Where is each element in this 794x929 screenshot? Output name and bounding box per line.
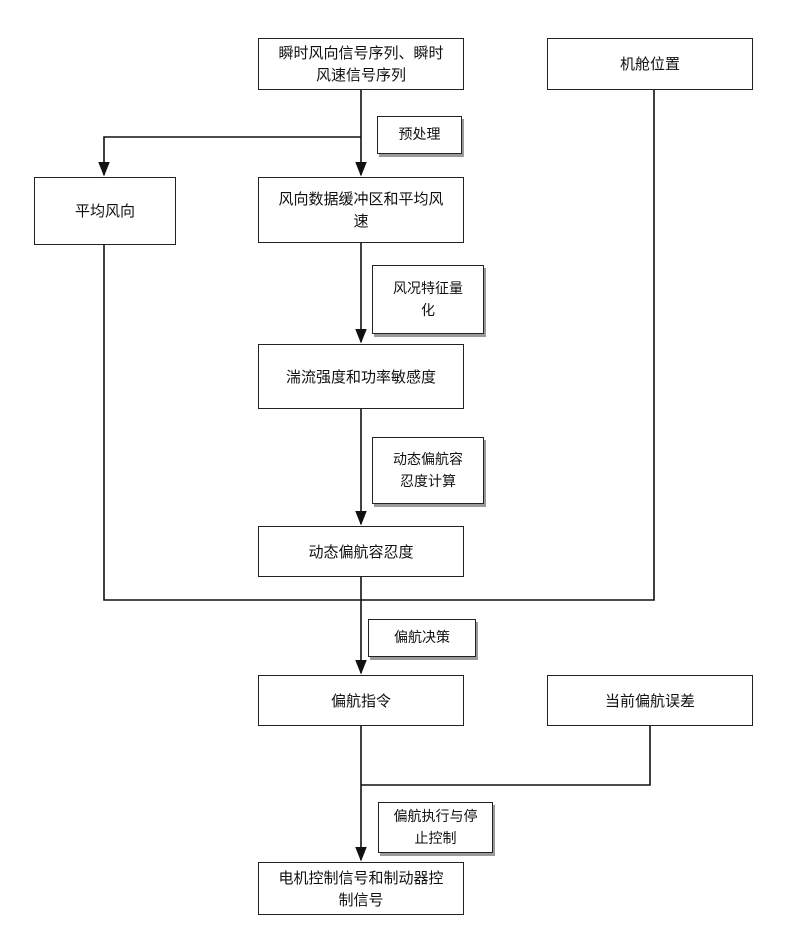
node-nacelle-position: 机舱位置 xyxy=(547,38,753,90)
edge-label-preprocess: 预处理 xyxy=(377,116,462,154)
node-yaw-command: 偏航指令 xyxy=(258,675,464,726)
edge-error-merge xyxy=(361,726,650,785)
node-avg-direction: 平均风向 xyxy=(34,177,176,245)
node-turbulence: 湍流强度和功率敏感度 xyxy=(258,344,464,409)
edge-input-to-avg-direction xyxy=(104,137,361,175)
node-tolerance: 动态偏航容忍度 xyxy=(258,526,464,577)
edge-label-characterize: 风况特征量 化 xyxy=(372,265,484,334)
node-input-signals: 瞬时风向信号序列、瞬时 风速信号序列 xyxy=(258,38,464,90)
node-current-error: 当前偏航误差 xyxy=(547,675,753,726)
edge-label-tolerance-calc: 动态偏航容 忍度计算 xyxy=(372,437,484,504)
node-buffer: 风向数据缓冲区和平均风 速 xyxy=(258,177,464,243)
edge-label-decision: 偏航决策 xyxy=(368,619,476,657)
edge-label-execute: 偏航执行与停 止控制 xyxy=(378,802,493,853)
node-motor-signal: 电机控制信号和制动器控 制信号 xyxy=(258,862,464,915)
